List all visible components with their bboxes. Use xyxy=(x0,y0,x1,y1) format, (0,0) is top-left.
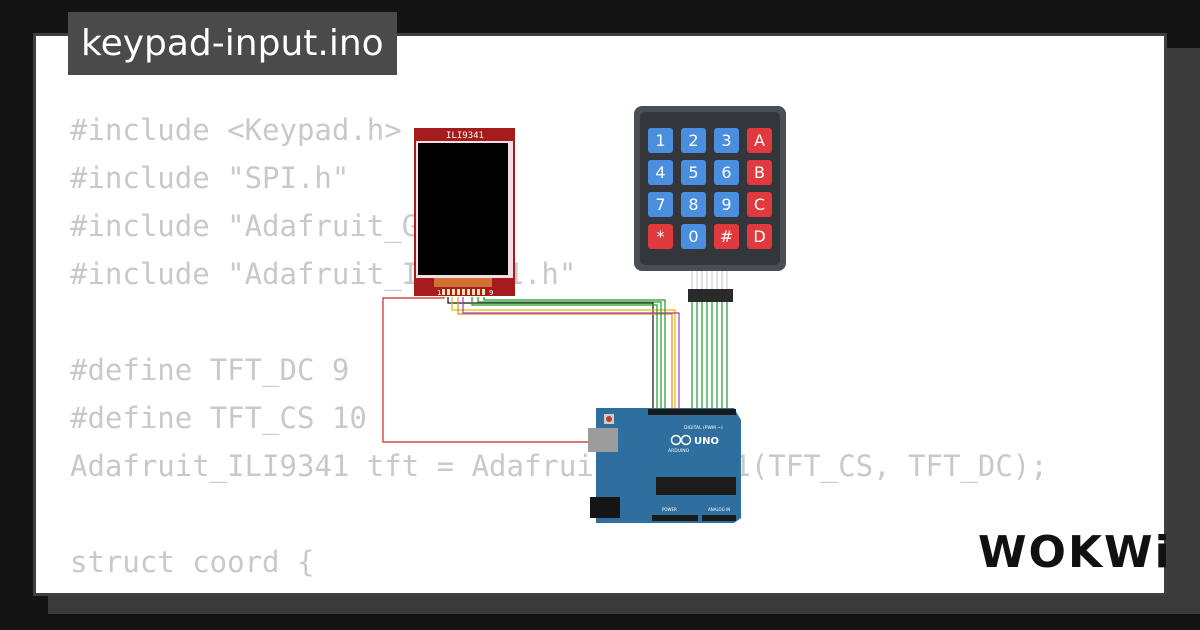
digital-label: DIGITAL (PWM ~) xyxy=(684,425,723,431)
keypad-key[interactable] xyxy=(747,128,772,153)
wire-green-3 xyxy=(483,297,666,412)
code-line: #include "Adafruit_ILI9341.h" xyxy=(70,257,577,291)
keypad-key-label: A xyxy=(754,131,765,150)
wire-green-2 xyxy=(477,297,662,412)
keypad-key[interactable] xyxy=(681,224,706,249)
keypad-key[interactable] xyxy=(681,192,706,217)
keypad-key[interactable] xyxy=(747,192,772,217)
wire-black xyxy=(447,297,654,412)
keypad-key-label: * xyxy=(657,227,665,246)
keypad-key-label: 7 xyxy=(655,195,665,214)
analog-label: ANALOG IN xyxy=(708,507,730,512)
wire-green-1 xyxy=(471,297,658,412)
keypad-key-label: D xyxy=(753,227,765,246)
keypad-key[interactable] xyxy=(648,128,673,153)
sketch-title: keypad-input.ino xyxy=(68,12,397,75)
keypad-keys: 1 2 3 A 4 5 6 B 7 8 9 C * 0 # D xyxy=(648,128,772,249)
code-line: #define TFT_CS 10 xyxy=(70,401,367,435)
keypad-key[interactable] xyxy=(681,128,706,153)
arduino-logo-icon xyxy=(670,434,692,446)
code-line: #define TFT_DC 9 xyxy=(70,353,350,387)
keypad-key[interactable] xyxy=(747,160,772,185)
power-header xyxy=(652,515,698,521)
usb-connector xyxy=(588,428,618,452)
wire-purple xyxy=(462,297,680,412)
power-label: POWER xyxy=(662,507,677,512)
wire-yellow xyxy=(451,297,676,412)
keypad-key[interactable] xyxy=(648,224,673,249)
code-line: struct coord { xyxy=(70,545,315,579)
ili9341-display[interactable]: ILI9341 1 9 xyxy=(414,128,515,297)
display-pins xyxy=(442,289,485,295)
atmega-chip xyxy=(656,477,736,495)
display-label: ILI9341 xyxy=(446,131,484,141)
keypad-key-label: 2 xyxy=(688,131,698,150)
board-model: UNO xyxy=(694,436,719,447)
code-line: #include "SPI.h" xyxy=(70,161,350,195)
keypad-key-label: C xyxy=(754,195,765,214)
power-jack xyxy=(590,497,620,518)
keypad-key-label: 5 xyxy=(688,163,698,182)
keypad-key[interactable] xyxy=(714,160,739,185)
membrane-keypad[interactable]: 1 2 3 A 4 5 6 B 7 8 9 C * 0 # D xyxy=(634,106,786,302)
keypad-key-label: 3 xyxy=(721,131,731,150)
keypad-key-label: 0 xyxy=(688,227,698,246)
wokwi-logo: WOKWi xyxy=(978,527,1172,578)
board-maker: ARDUINO xyxy=(668,448,690,454)
keypad-key-label: 6 xyxy=(721,163,731,182)
keypad-key[interactable] xyxy=(714,224,739,249)
keypad-key[interactable] xyxy=(714,192,739,217)
keypad-key-label: 1 xyxy=(655,131,665,150)
keypad-key-label: 4 xyxy=(655,163,665,182)
keypad-key-label: # xyxy=(720,227,733,246)
analog-header xyxy=(702,515,736,521)
display-pin-first: 1 xyxy=(437,289,441,297)
keypad-connector-pins xyxy=(691,271,728,289)
reset-button[interactable] xyxy=(606,416,612,422)
keypad-key[interactable] xyxy=(714,128,739,153)
keypad-key[interactable] xyxy=(747,224,772,249)
keypad-key[interactable] xyxy=(648,192,673,217)
arduino-uno[interactable]: DIGITAL (PWM ~) UNO ARDUINO POWER ANALOG… xyxy=(588,408,741,523)
keypad-key[interactable] xyxy=(648,160,673,185)
display-pin-last: 9 xyxy=(489,289,493,297)
keypad-key-label: B xyxy=(754,163,765,182)
digital-header xyxy=(648,409,736,415)
keypad-key-label: 8 xyxy=(688,195,698,214)
keypad-key[interactable] xyxy=(681,160,706,185)
keypad-key-label: 9 xyxy=(721,195,731,214)
code-line: #include <Keypad.h> xyxy=(70,113,402,147)
wire-orange xyxy=(457,297,673,412)
